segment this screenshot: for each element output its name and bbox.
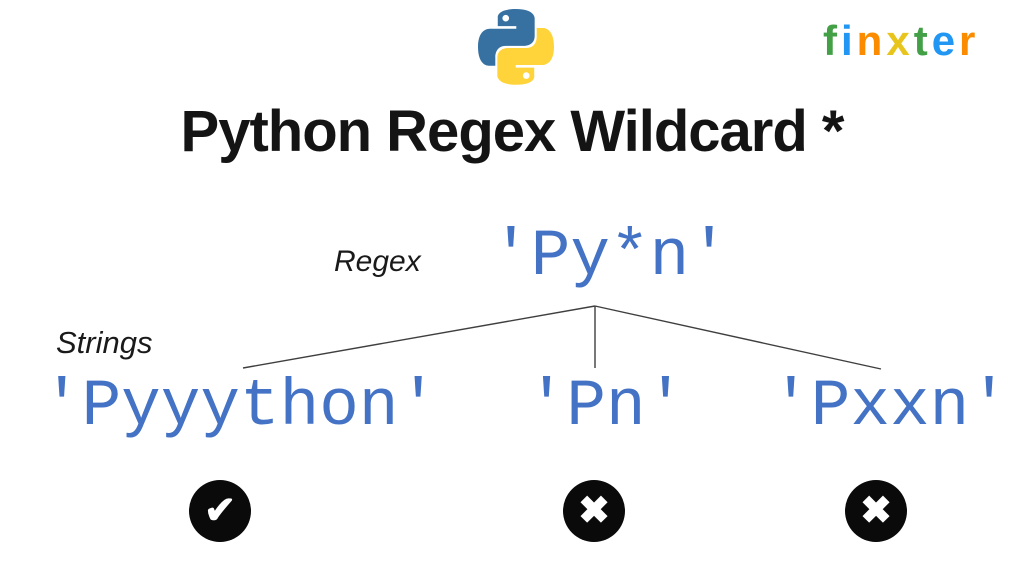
candidate-string-pn: 'Pn'	[526, 369, 686, 444]
python-logo-icon	[478, 9, 554, 85]
branch-line-left	[242, 305, 596, 369]
branch-line-right	[594, 305, 882, 370]
check-glyph: ✔	[204, 490, 236, 532]
brand-letter: n	[856, 17, 887, 64]
cross-circle-icon: ✖	[563, 480, 625, 542]
cross-circle-icon: ✖	[845, 480, 907, 542]
regex-label: Regex	[334, 245, 421, 278]
brand-letter: t	[913, 17, 932, 64]
finxter-logo: finxter	[823, 17, 979, 65]
brand-letter: r	[959, 17, 980, 64]
brand-letter: f	[823, 17, 841, 64]
regex-pattern: 'Py*n'	[491, 219, 729, 294]
brand-letter: x	[886, 17, 914, 64]
candidate-string-pxxn: 'Pxxn'	[771, 369, 1009, 444]
candidate-string-pyyython: 'Pyyython'	[41, 369, 439, 444]
brand-letter: e	[931, 17, 960, 64]
brand-letter: i	[841, 17, 857, 64]
cross-glyph: ✖	[578, 490, 610, 532]
cross-glyph: ✖	[860, 490, 892, 532]
check-circle-icon: ✔	[189, 480, 251, 542]
page-title: Python Regex Wildcard *	[180, 99, 845, 164]
strings-label: Strings	[56, 325, 153, 360]
